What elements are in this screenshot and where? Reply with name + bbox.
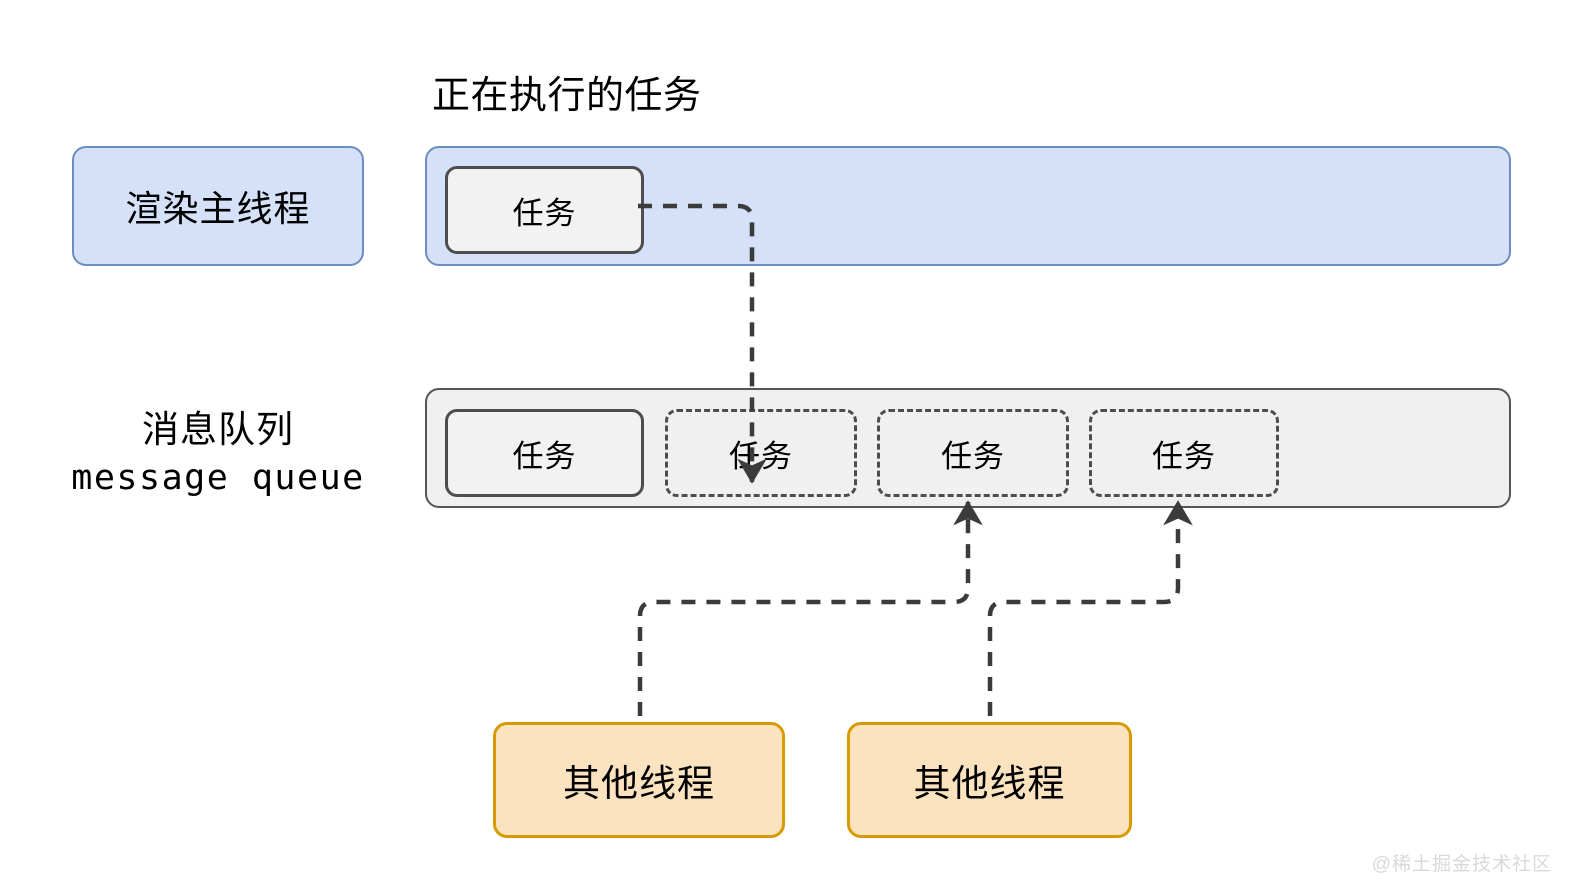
arrow-worker1-to-queue	[637, 500, 983, 716]
queue-task-label-1: 任务	[512, 438, 577, 474]
message-queue-label-en: message queue	[71, 458, 365, 498]
executing-task-heading: 正在执行的任务	[432, 75, 702, 117]
other-thread-box-1: 其他线程	[493, 722, 785, 838]
queue-task-label-4: 任务	[1152, 438, 1216, 474]
queue-task-label-2: 任务	[729, 438, 793, 474]
queue-task-chip-4: 任务	[1089, 409, 1279, 497]
running-task-label: 任务	[512, 195, 577, 231]
queue-task-chip-2: 任务	[665, 409, 857, 497]
running-task-chip: 任务	[445, 166, 644, 254]
other-thread-label-2: 其他线程	[913, 763, 1066, 804]
render-main-thread-box: 渲染主线程	[72, 146, 364, 266]
message-queue-bar: 任务 任务 任务 任务	[425, 388, 1511, 508]
queue-task-label-3: 任务	[941, 438, 1005, 474]
message-queue-label-cn: 消息队列	[142, 409, 294, 450]
main-thread-timeline-bar: 任务	[425, 146, 1511, 266]
message-queue-label: 消息队列 message queue	[40, 408, 396, 500]
arrow-worker2-to-queue	[987, 500, 1193, 716]
queue-task-chip-1: 任务	[445, 409, 644, 497]
other-thread-box-2: 其他线程	[847, 722, 1132, 838]
queue-task-chip-3: 任务	[877, 409, 1069, 497]
other-thread-label-1: 其他线程	[563, 763, 715, 804]
watermark-text: @稀土掘金技术社区	[1371, 854, 1552, 875]
render-main-thread-label: 渲染主线程	[125, 188, 311, 229]
